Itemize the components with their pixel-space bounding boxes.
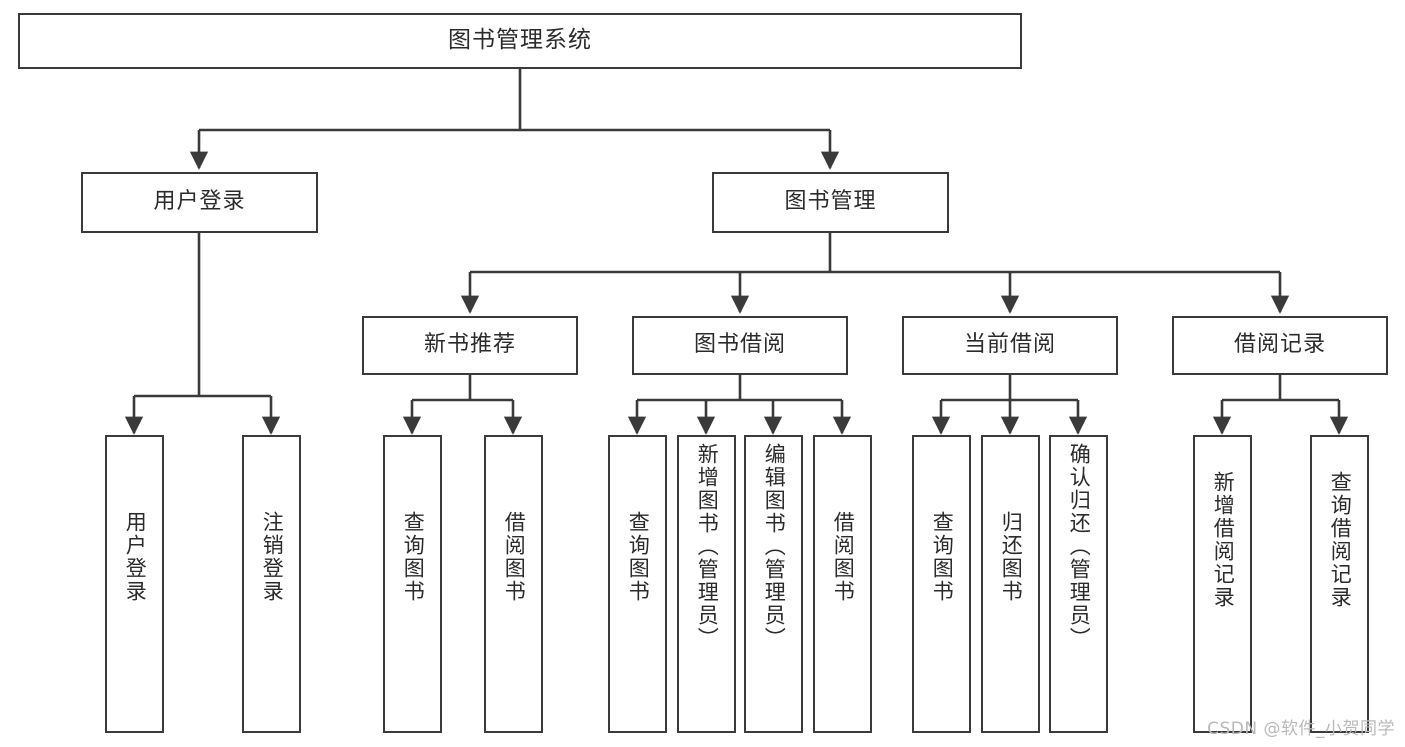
- node-root-book-management-system[interactable]: 图书管理系统: [18, 13, 1022, 69]
- node-current-borrow[interactable]: 当前借阅: [902, 316, 1118, 375]
- leaf-borrow-book-borrow[interactable]: 借阅图书: [813, 435, 872, 733]
- node-label: 借阅图书: [831, 511, 856, 603]
- node-label: 编辑图书（管理员）: [762, 443, 787, 650]
- node-borrow-record[interactable]: 借阅记录: [1172, 316, 1388, 375]
- node-label: 查询图书: [401, 511, 426, 603]
- node-label: 当前借阅: [963, 332, 1056, 358]
- leaf-edit-book[interactable]: 编辑图书（管理员）: [744, 435, 803, 733]
- leaf-query-book-borrow[interactable]: 查询图书: [608, 435, 667, 733]
- leaf-borrow-book-recommend[interactable]: 借阅图书: [484, 435, 543, 733]
- leaf-query-book-current[interactable]: 查询图书: [912, 435, 971, 733]
- node-label: 查询图书: [626, 511, 651, 603]
- node-label: 图书管理: [784, 189, 877, 215]
- node-label: 图书借阅: [693, 332, 786, 358]
- node-label: 图书管理系统: [448, 27, 592, 54]
- leaf-query-borrow-record[interactable]: 查询借阅记录: [1310, 435, 1369, 733]
- node-label: 归还图书: [999, 511, 1024, 603]
- node-label: 确认归还（管理员）: [1067, 443, 1092, 650]
- node-user-login[interactable]: 用户登录: [81, 172, 318, 233]
- node-label: 借阅记录: [1233, 332, 1326, 358]
- node-label: 借阅图书: [502, 511, 527, 603]
- leaf-user-login[interactable]: 用户登录: [105, 435, 164, 733]
- leaf-add-book[interactable]: 新增图书（管理员）: [677, 435, 736, 733]
- leaf-confirm-return[interactable]: 确认归还（管理员）: [1049, 435, 1108, 733]
- node-label: 用户登录: [153, 189, 246, 215]
- leaf-return-book[interactable]: 归还图书: [981, 435, 1040, 733]
- leaf-query-book-recommend[interactable]: 查询图书: [383, 435, 442, 733]
- node-label: 新增借阅记录: [1211, 471, 1236, 609]
- node-label: 注销登录: [260, 511, 285, 603]
- node-label: 查询借阅记录: [1328, 471, 1353, 609]
- node-new-book-recommend[interactable]: 新书推荐: [362, 316, 578, 375]
- node-label: 查询图书: [930, 511, 955, 603]
- node-label: 用户登录: [123, 511, 148, 603]
- node-book-management[interactable]: 图书管理: [712, 172, 949, 233]
- leaf-add-borrow-record[interactable]: 新增借阅记录: [1193, 435, 1252, 733]
- node-book-borrow[interactable]: 图书借阅: [632, 316, 848, 375]
- node-label: 新书推荐: [423, 332, 516, 358]
- node-label: 新增图书（管理员）: [695, 443, 720, 650]
- leaf-logout-login[interactable]: 注销登录: [242, 435, 301, 733]
